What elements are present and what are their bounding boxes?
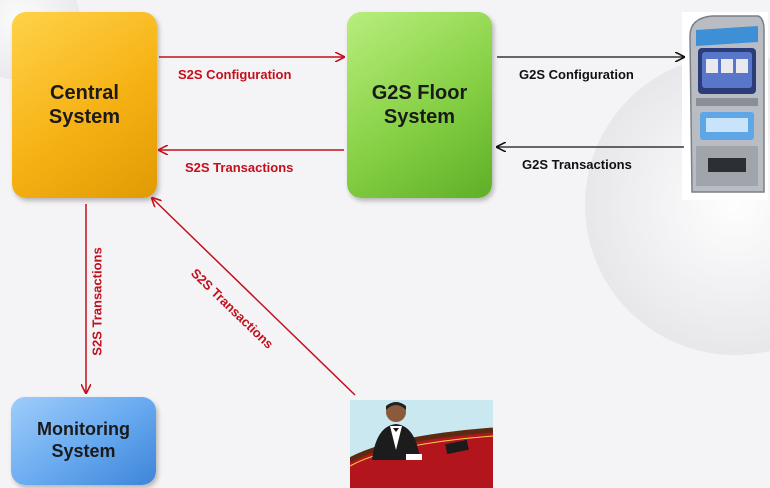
- floor-line1: G2S Floor: [371, 82, 468, 104]
- monitoring-line2: System: [51, 441, 116, 461]
- g2s-trans-label: G2S Transactions: [522, 157, 632, 172]
- s2s-trans-floor-label: S2S Transactions: [185, 160, 294, 175]
- table-dealer-icon: [350, 400, 493, 488]
- s2s-trans-monitor-label: S2S Transactions: [89, 247, 105, 356]
- monitoring-line1: Monitoring: [37, 419, 130, 440]
- g2s-floor-system-node: G2S Floor System: [347, 12, 492, 198]
- s2s-trans-table-arrow: [152, 198, 356, 396]
- monitoring-system-node: Monitoring System: [11, 397, 156, 485]
- slot-machine-icon: [682, 12, 768, 200]
- g2s-config-label: G2S Configuration: [519, 67, 634, 82]
- central-line2: System: [48, 106, 121, 128]
- central-system-node: Central System: [12, 12, 157, 198]
- s2s-config-label: S2S Configuration: [178, 67, 292, 82]
- central-line1: Central: [50, 82, 119, 104]
- floor-line2: System: [383, 106, 456, 128]
